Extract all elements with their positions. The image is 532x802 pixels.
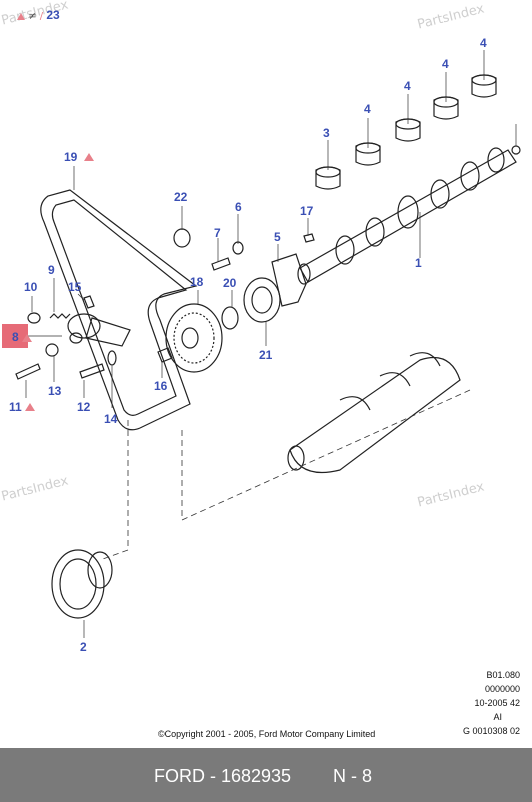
callout-3[interactable]: 3: [323, 126, 330, 140]
callout-7[interactable]: 7: [214, 226, 221, 240]
drawing-code-line: B01.080: [486, 670, 520, 680]
belt-tensioner[interactable]: [67, 313, 131, 347]
part-number: FORD - 1682935: [154, 766, 292, 786]
callout-14[interactable]: 14: [104, 412, 118, 426]
callout-11[interactable]: 11: [9, 400, 22, 414]
not-equal-symbol: ≠: [28, 11, 37, 22]
callout-19[interactable]: 19: [64, 150, 78, 164]
callout-22[interactable]: 22: [174, 190, 188, 204]
diagram-page: N - 8: [333, 766, 373, 786]
callout-20[interactable]: 20: [223, 276, 237, 290]
callout-1[interactable]: 1: [415, 256, 422, 270]
footer-bar: FORD - 1682935 N - 8: [0, 748, 532, 802]
callout-4[interactable]: 4: [442, 57, 449, 71]
camshaft[interactable]: [297, 147, 517, 285]
callout-9[interactable]: 9: [48, 263, 55, 277]
washer[interactable]: [173, 228, 191, 248]
thrust-plate[interactable]: [271, 253, 307, 307]
callout-12[interactable]: 12: [77, 400, 91, 414]
callout-4[interactable]: 4: [364, 102, 371, 116]
warning-triangle-icon: [25, 403, 35, 411]
camshaft-sprocket[interactable]: [165, 303, 223, 373]
callout-4[interactable]: 4: [404, 79, 411, 93]
drawing-code-line: 0000000: [484, 684, 520, 694]
crankshaft-pulley[interactable]: [51, 549, 113, 619]
washer[interactable]: [107, 350, 117, 366]
callout-18[interactable]: 18: [190, 275, 204, 289]
tensioner-spring[interactable]: [49, 313, 71, 319]
callout-23[interactable]: 23: [46, 8, 60, 22]
nut[interactable]: [27, 312, 41, 324]
oil-seal[interactable]: [243, 277, 281, 323]
drawing-code-line: G 0010308 02: [462, 726, 520, 736]
warning-triangle-icon: [17, 12, 25, 20]
copyright-text: ©Copyright 2001 - 2005, Ford Motor Compa…: [158, 729, 376, 739]
legend-slash-icon: /: [39, 11, 44, 22]
callout-4[interactable]: 4: [480, 36, 487, 50]
callout-21[interactable]: 21: [259, 348, 273, 362]
drawing-code-line: 10-2005 42: [474, 698, 520, 708]
callout-10[interactable]: 10: [24, 280, 38, 294]
crankshaft[interactable]: [287, 352, 461, 474]
callout-15[interactable]: 15: [68, 280, 82, 294]
warning-triangle-icon: [84, 153, 94, 161]
tensioner-bolt[interactable]: [15, 363, 41, 380]
woodruff-key[interactable]: [303, 233, 315, 243]
callout-8[interactable]: 8: [12, 330, 19, 344]
spacer-ring[interactable]: [221, 306, 239, 330]
exploded-view-drawing: [15, 50, 521, 638]
callout-16[interactable]: 16: [154, 379, 168, 393]
callout-2[interactable]: 2: [80, 640, 87, 654]
callout-13[interactable]: 13: [48, 384, 62, 398]
washer[interactable]: [45, 343, 59, 357]
bolt[interactable]: [211, 257, 231, 271]
sprocket-bolt[interactable]: [157, 347, 173, 363]
stud-pin[interactable]: [83, 295, 95, 309]
warning-triangle-icon: [22, 334, 32, 342]
bearing-cap-3[interactable]: [315, 166, 341, 190]
bolt[interactable]: [79, 363, 105, 379]
callout-5[interactable]: 5: [274, 230, 281, 244]
plug-ball[interactable]: [511, 145, 521, 155]
callout-17[interactable]: 17: [300, 204, 314, 218]
timing-belt[interactable]: [40, 189, 198, 431]
callout-6[interactable]: 6: [235, 200, 242, 214]
top-legend: ≠ / 23: [17, 8, 60, 22]
leader-lines: [25, 50, 517, 638]
centre-lines: [99, 389, 471, 561]
drawing-code-line: AI: [493, 712, 502, 722]
